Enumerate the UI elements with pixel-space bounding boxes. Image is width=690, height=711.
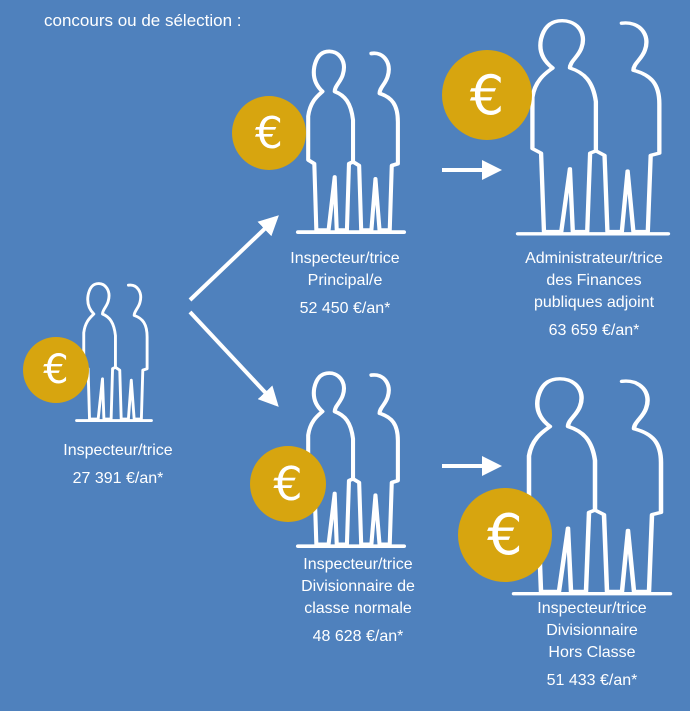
grade-label-divisionnaire-normale: Inspecteur/trice Divisionnaire de classe…	[278, 554, 438, 648]
grade-title-line: Inspecteur/trice	[290, 250, 400, 267]
people-figure-inspecteur	[62, 278, 166, 422]
grade-title-line: Divisionnaire	[546, 622, 638, 639]
grade-title-line: publiques adjoint	[533, 294, 655, 311]
grade-salary: 63 659 €/an*	[548, 322, 640, 339]
euro-coin-icon: €	[23, 337, 89, 403]
grade-title-line: classe normale	[304, 600, 412, 617]
euro-coin-icon: €	[458, 488, 552, 582]
intro-text: concours ou de sélection :	[44, 11, 242, 30]
arrow-to-principal	[188, 215, 279, 302]
euro-coin-icon: €	[232, 96, 306, 170]
people-figure-divisionnaire-normale	[295, 366, 407, 549]
grade-title-line: des Finances	[546, 272, 642, 289]
grade-title-line: Inspecteur/trice	[303, 556, 413, 573]
people-figure-principal	[295, 44, 407, 234]
grade-title-line: Inspecteur/trice	[63, 442, 173, 459]
people-figure-divisionnaire-hors-classe	[511, 370, 673, 596]
grade-title-line: Divisionnaire de	[301, 578, 415, 595]
grade-label-principal: Inspecteur/trice Principal/e 52 450 €/an…	[265, 248, 425, 320]
grade-title-line: Inspecteur/trice	[537, 600, 647, 617]
grade-title-line: Principal/e	[307, 272, 383, 289]
grade-label-inspecteur: Inspecteur/trice 27 391 €/an*	[38, 440, 198, 490]
grade-salary: 51 433 €/an*	[546, 672, 638, 689]
grade-salary: 27 391 €/an*	[72, 470, 164, 487]
grade-title-line: Administrateur/trice	[525, 250, 663, 267]
grade-title-line: Hors Classe	[548, 644, 636, 661]
euro-coin-icon: €	[442, 50, 532, 140]
grade-salary: 52 450 €/an*	[299, 300, 391, 317]
people-figure-administrateur	[515, 12, 671, 236]
arrow-to-divisionnaire	[188, 310, 279, 407]
grade-salary: 48 628 €/an*	[312, 628, 404, 645]
euro-coin-icon: €	[250, 446, 326, 522]
grade-label-divisionnaire-hors-classe: Inspecteur/trice Divisionnaire Hors Clas…	[512, 598, 672, 692]
grade-label-administrateur: Administrateur/trice des Finances publiq…	[502, 248, 686, 342]
